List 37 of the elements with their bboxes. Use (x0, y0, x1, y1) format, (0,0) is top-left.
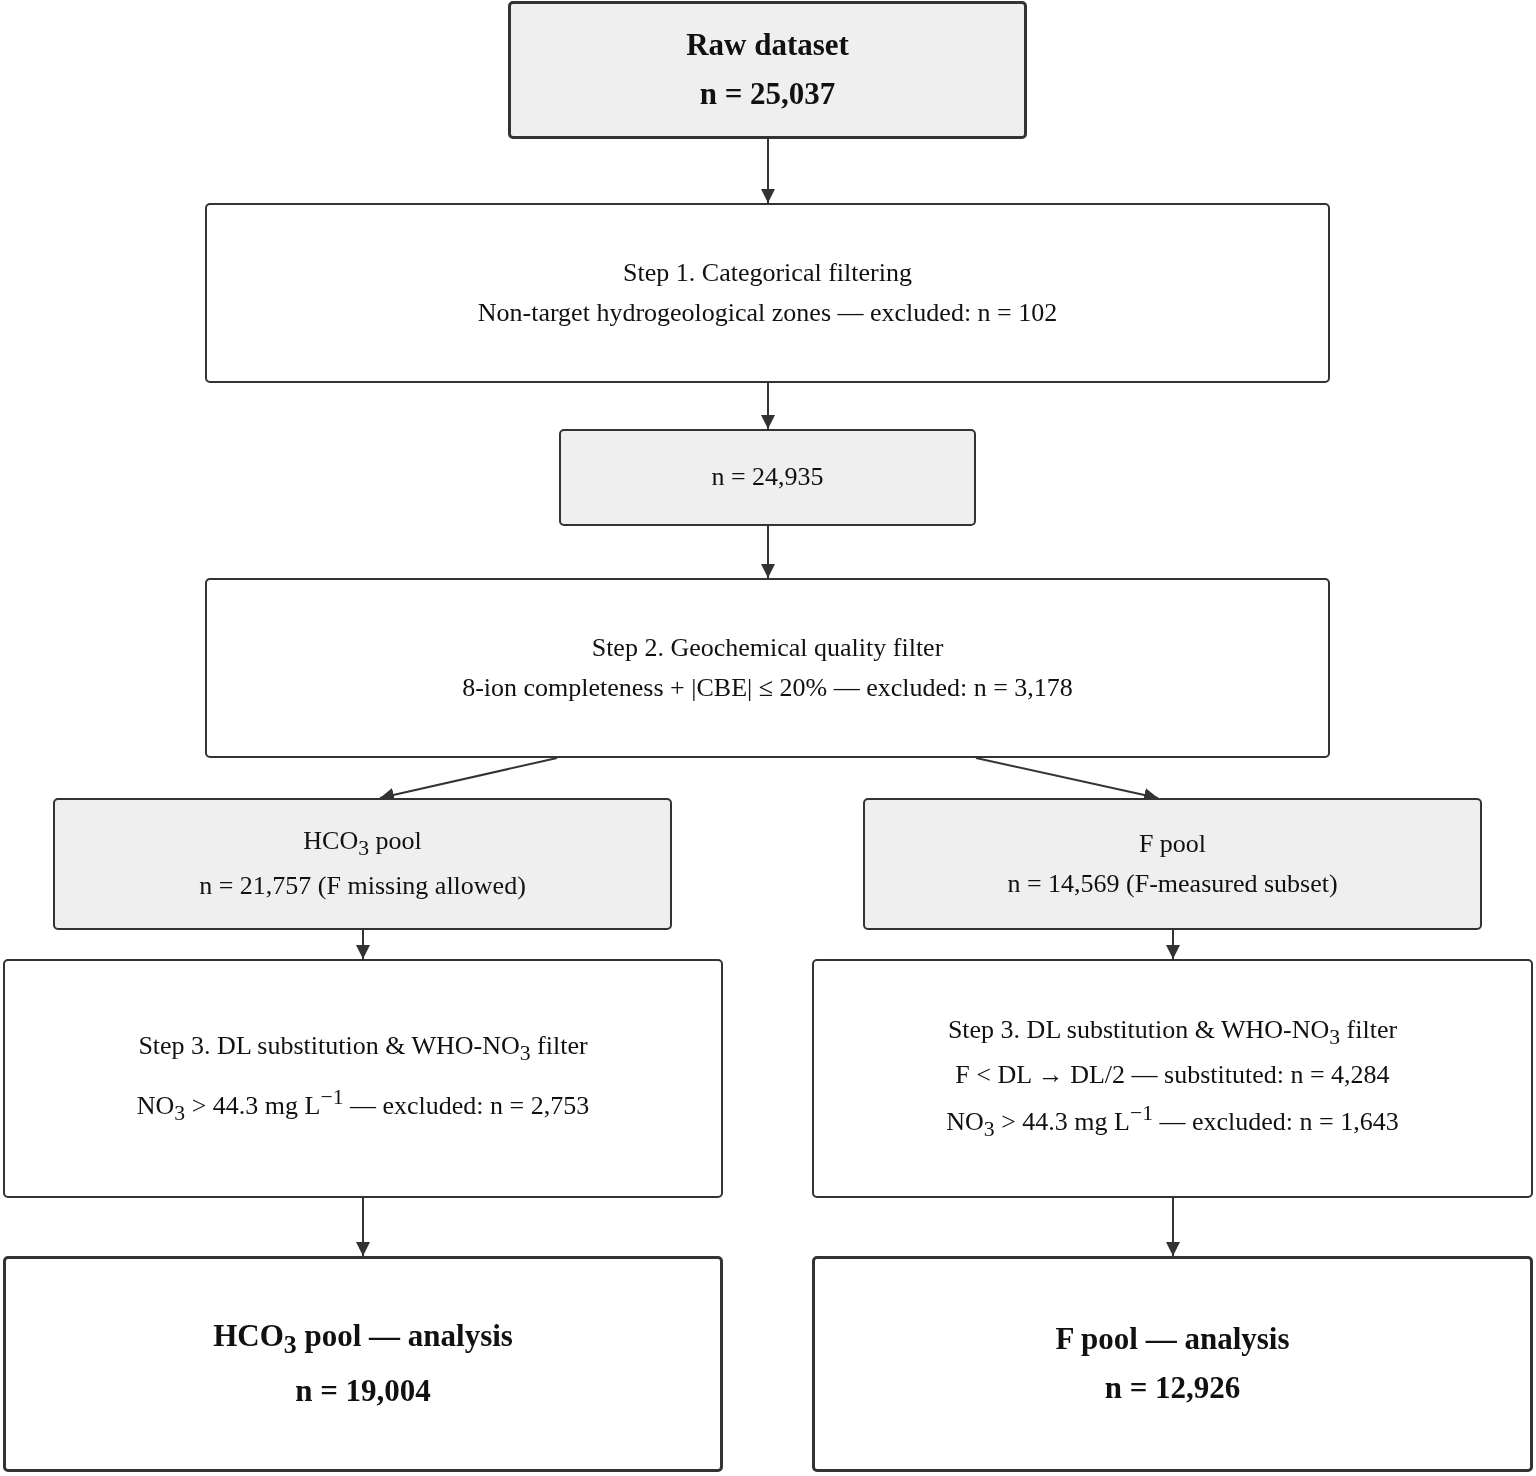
count-box (508, 1, 1027, 139)
arrow (761, 138, 775, 204)
box-text: NO$_{3}$ > 44.3 mg L$^{−1}$ — excluded: n = 1,643 (946, 1099, 1399, 1143)
box-heading: F pool — analysis (1055, 1320, 1290, 1359)
arrow (356, 1197, 370, 1257)
arrow (356, 929, 370, 960)
arrow (761, 525, 775, 579)
box-text: Non-target hydrogeological zones — excluded: n = 102 (477, 297, 1058, 329)
arrow (761, 382, 775, 430)
count-box (559, 429, 976, 526)
process-box (812, 959, 1533, 1198)
box-heading: HCO$_{3}$ pool — analysis (213, 1317, 513, 1362)
box-text: F < DL → DL/2 — substituted: n = 4,284 (955, 1059, 1390, 1092)
box-text: n = 19,004 (295, 1371, 431, 1410)
count-box (863, 798, 1482, 930)
box-heading: HCO$_{3}$ pool (303, 825, 422, 863)
process-box (812, 1256, 1533, 1472)
box-text: 8-ion completeness + |CBE| ≤ 20% — excluded: n = 3,178 (462, 672, 1073, 704)
box-heading: n = 24,935 (711, 461, 824, 494)
process-box (3, 959, 723, 1198)
box-text: n = 14,569 (F-measured subset) (1007, 868, 1338, 900)
box-text: NO$_{3}$ > 44.3 mg L$^{−1}$ — excluded: n = 2,753 (136, 1083, 590, 1127)
process-box (205, 578, 1330, 758)
box-text: n = 12,926 (1104, 1369, 1241, 1407)
box-heading: F pool (1138, 827, 1207, 860)
process-box (3, 1256, 723, 1472)
arrow (1166, 1197, 1180, 1257)
count-box (53, 798, 672, 930)
process-box (205, 203, 1330, 383)
box-heading: Step 1. Categorical filtering (623, 256, 912, 289)
box-text: n = 25,037 (699, 75, 836, 113)
box-heading: Raw dataset (686, 26, 849, 65)
box-heading: Step 3. DL substitution & WHO-NO$_{3}$ filter (947, 1014, 1398, 1052)
box-text: n = 21,757 (F missing allowed) (199, 870, 526, 903)
arrow (1166, 929, 1180, 960)
box-heading: Step 2. Geochemical quality filter (591, 631, 944, 664)
box-heading: Step 3. DL substitution & WHO-NO$_{3}$ filter (138, 1030, 588, 1068)
